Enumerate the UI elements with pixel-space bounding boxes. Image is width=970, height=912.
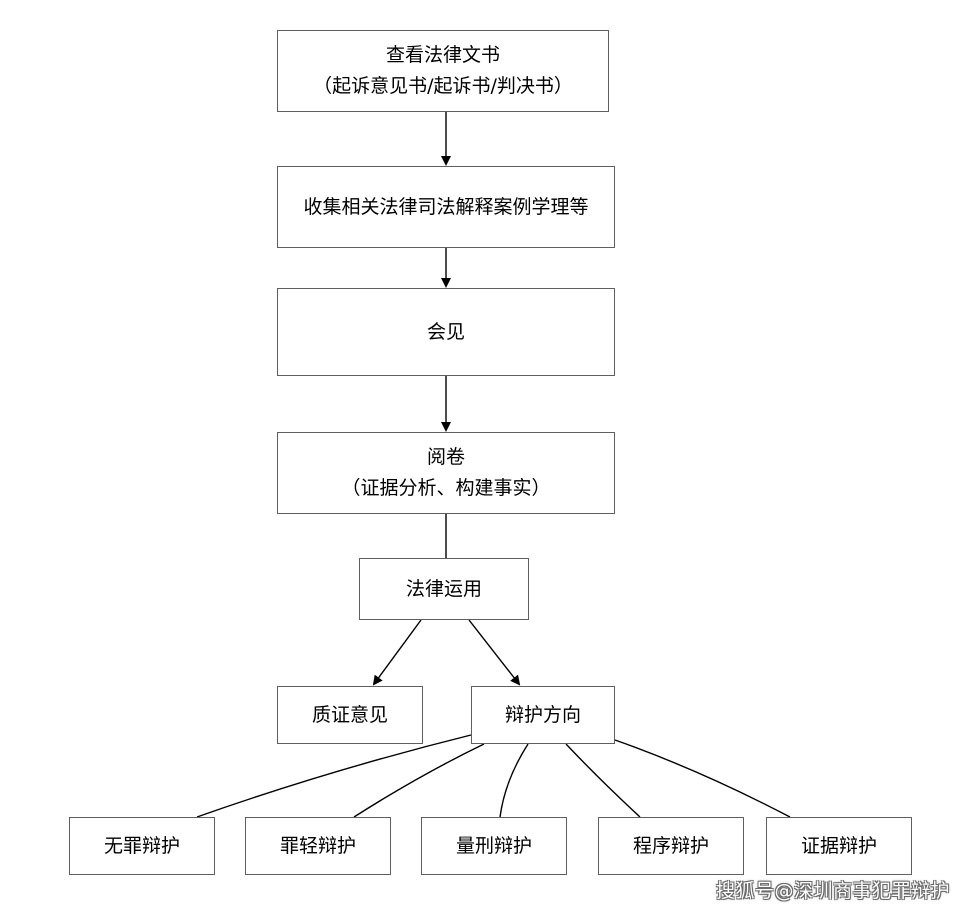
node-read-files-title: 阅卷 — [426, 446, 465, 468]
node-apply-law: 法律运用 — [359, 558, 529, 620]
node-evidence-defense: 证据辩护 — [766, 817, 912, 875]
arrow-apply-to-direction — [468, 619, 521, 686]
node-innocence-defense: 无罪辩护 — [69, 817, 215, 875]
node-innocence-defense-label: 无罪辩护 — [103, 834, 180, 857]
node-sentencing-defense: 量刑辩护 — [421, 817, 567, 875]
curve-direction-to-l4 — [565, 743, 641, 818]
node-cross-examination-opinion: 质证意见 — [277, 686, 423, 744]
watermark: 搜狐号@深圳商事犯罪辩护 — [715, 880, 950, 902]
node-cross-examination-opinion-label: 质证意见 — [311, 703, 388, 726]
node-sentencing-defense-label: 量刑辩护 — [455, 834, 532, 857]
node-collect-materials-label: 收集相关法律司法解释案例学理等 — [303, 195, 589, 218]
node-defense-direction: 辩护方向 — [471, 686, 615, 744]
node-lesser-crime-defense-label: 罪轻辩护 — [279, 834, 356, 857]
arrow-apply-to-cross — [372, 619, 422, 686]
node-procedural-defense-label: 程序辩护 — [632, 834, 709, 857]
node-view-legal-documents: 查看法律文书 （起诉意见书/起诉书/判决书） — [277, 30, 609, 112]
node-collect-materials: 收集相关法律司法解释案例学理等 — [277, 166, 615, 248]
curve-direction-to-l3 — [499, 743, 529, 818]
node-read-files-subtitle: （证据分析、构建事实） — [341, 477, 551, 499]
curve-direction-to-l5 — [614, 739, 791, 818]
node-evidence-defense-label: 证据辩护 — [800, 834, 877, 857]
node-lesser-crime-defense: 罪轻辩护 — [245, 817, 391, 875]
curve-direction-to-l1 — [196, 734, 472, 818]
node-view-legal-documents-subtitle: （起诉意见书/起诉书/判决书） — [313, 75, 573, 97]
node-procedural-defense: 程序辩护 — [598, 817, 744, 875]
node-read-files: 阅卷 （证据分析、构建事实） — [277, 432, 615, 514]
node-meeting-label: 会见 — [426, 320, 465, 343]
node-meeting: 会见 — [277, 288, 615, 376]
node-apply-law-label: 法律运用 — [405, 577, 482, 600]
curve-direction-to-l2 — [353, 743, 485, 818]
node-view-legal-documents-title: 查看法律文书 — [385, 44, 500, 66]
node-defense-direction-label: 辩护方向 — [504, 703, 581, 726]
